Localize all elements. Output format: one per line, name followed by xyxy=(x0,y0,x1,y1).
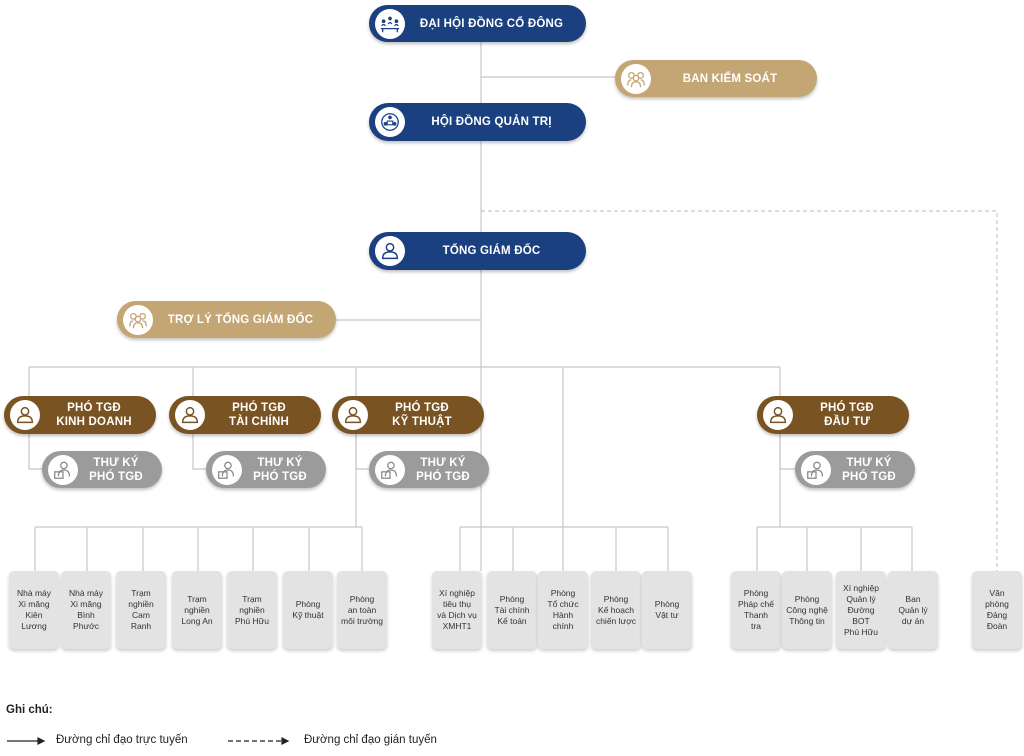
unit-box: Phòng an toàn môi trường xyxy=(337,571,387,649)
unit-box: Văn phòng Đảng Đoàn xyxy=(972,571,1022,649)
node-secretary-investment: THƯ KÝ PHÓ TGĐ xyxy=(795,451,915,488)
node-ceo: TỔNG GIÁM ĐỐC xyxy=(369,232,586,270)
person-icon xyxy=(338,400,368,430)
secretary-icon xyxy=(375,454,405,485)
node-deputy-technical: PHÓ TGĐ KỸ THUẬT xyxy=(332,396,484,434)
secretary-icon xyxy=(801,454,831,485)
node-shareholders: ĐẠI HỘI ĐỒNG CỔ ĐÔNG xyxy=(369,5,586,42)
person-icon xyxy=(763,400,793,430)
unit-box: Trạm nghiền Long An xyxy=(172,571,222,649)
unit-box: Phòng Tổ chức Hành chính xyxy=(538,571,588,649)
unit-box: Phòng Kỹ thuật xyxy=(283,571,333,649)
unit-box: Phòng Công nghệ Thông tin xyxy=(782,571,832,649)
person-icon xyxy=(375,236,405,266)
secretary-icon xyxy=(212,454,242,485)
unit-box: Trạm nghiền Phú Hữu xyxy=(227,571,277,649)
node-deputy-finance: PHÓ TGĐ TÀI CHÍNH xyxy=(169,396,321,434)
person-icon xyxy=(175,400,205,430)
legend-title: Ghi chú: xyxy=(6,704,53,716)
unit-box: Phòng Kế hoạch chiến lược xyxy=(591,571,641,649)
board-icon xyxy=(375,107,405,137)
node-secretary-finance: THƯ KÝ PHÓ TGĐ xyxy=(206,451,326,488)
legend-dashed-arrow xyxy=(228,737,290,745)
node-deputy-investment: PHÓ TGĐ ĐẦU TƯ xyxy=(757,396,909,434)
unit-box: Nhà máy Xi măng Kiên Lương xyxy=(9,571,59,649)
node-supervisory: BAN KIỂM SOÁT xyxy=(615,60,817,97)
unit-box: Phòng Pháp chế Thanh tra xyxy=(731,571,781,649)
node-secretary-business: THƯ KÝ PHÓ TGĐ xyxy=(42,451,162,488)
unit-box: Phòng Tài chính Kế toán xyxy=(487,571,537,649)
unit-box: Nhà máy Xi măng Bình Phước xyxy=(61,571,111,649)
node-secretary-technical: THƯ KÝ PHÓ TGĐ xyxy=(369,451,489,488)
secretary-icon xyxy=(48,454,78,485)
node-deputy-business: PHÓ TGĐ KINH DOANH xyxy=(4,396,156,434)
node-board: HỘI ĐỒNG QUẢN TRỊ xyxy=(369,103,586,141)
unit-box: Ban Quản lý dự án xyxy=(888,571,938,649)
meeting-icon xyxy=(375,8,405,39)
person-icon xyxy=(10,400,40,430)
legend-solid-arrow xyxy=(7,737,46,745)
unit-box: Xí nghiệp Quản lý Đường BOT Phú Hữu xyxy=(836,571,886,649)
node-ceo-assistant: TRỢ LÝ TỔNG GIÁM ĐỐC xyxy=(117,301,336,338)
group-icon xyxy=(621,63,651,94)
unit-box: Phòng Vật tư xyxy=(642,571,692,649)
unit-box: Trạm nghiền Cam Ranh xyxy=(116,571,166,649)
group-icon xyxy=(123,304,153,335)
legend-indirect-label: Đường chỉ đạo gián tuyến xyxy=(304,734,437,746)
unit-box: Xí nghiệp tiêu thụ và Dịch vụ XMHT1 xyxy=(432,571,482,649)
legend-direct-label: Đường chỉ đạo trực tuyến xyxy=(56,734,188,746)
